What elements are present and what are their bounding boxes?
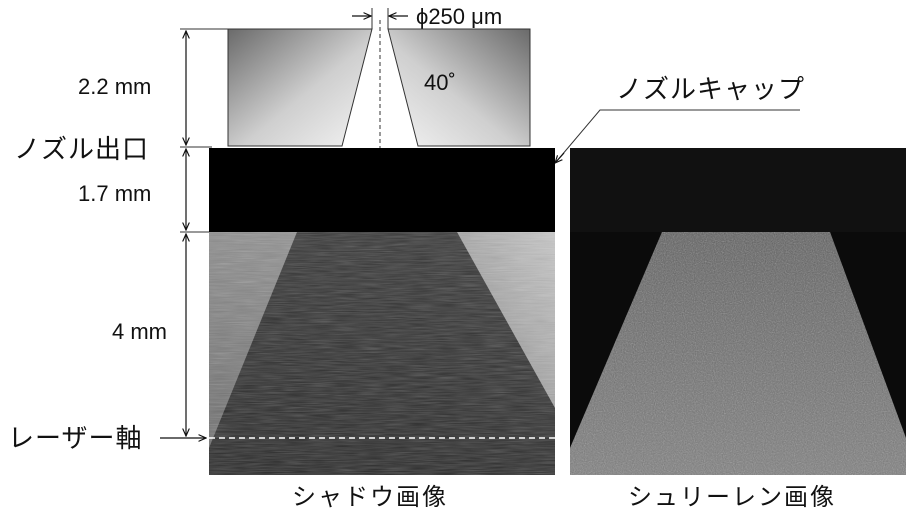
nozzle-cap-label: ノズルキャップ — [616, 74, 806, 104]
shadow-image-panel — [209, 148, 555, 475]
exit-to-laser-label: 4 mm — [112, 319, 167, 344]
nozzle-length-label: 2.2 mm — [78, 74, 152, 99]
nozzle-right-wall — [387, 28, 531, 147]
cone-angle-label: 40˚ — [424, 70, 456, 95]
shadow-image-title: シャドウ画像 — [292, 484, 448, 511]
nozzle-cap-leader-arrow — [555, 152, 565, 163]
schlieren-cap — [570, 148, 906, 232]
nozzle-cap-leader — [555, 109, 800, 163]
schlieren-image-title: シュリーレン画像 — [628, 484, 836, 511]
nozzle-cap — [209, 148, 555, 232]
nozzle-left-wall — [227, 28, 373, 147]
schlieren-image-panel — [570, 148, 906, 475]
nozzle-exit-label: ノズル出口 — [14, 134, 150, 164]
orifice-diameter-label: ϕ250 μm — [416, 4, 503, 29]
laser-axis-label: レーザー軸 — [8, 423, 143, 453]
cap-thickness-label: 1.7 mm — [78, 181, 152, 206]
